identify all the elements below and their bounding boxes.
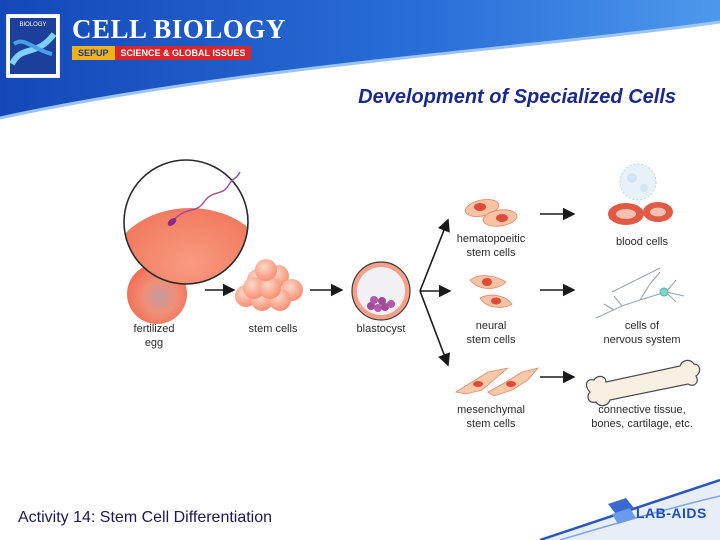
neural-stem-cells xyxy=(469,275,513,308)
blastocyst xyxy=(351,261,411,321)
sperm-tail xyxy=(173,171,241,221)
label-line: stem cells xyxy=(466,418,516,430)
nervous-system-cells xyxy=(595,267,685,319)
label-blood-cells: blood cells xyxy=(616,236,668,248)
label-line: stem cells xyxy=(466,334,516,346)
label-line: neural xyxy=(475,320,507,332)
label-line: fertilized xyxy=(133,323,175,335)
science-global-issues-tag: SCIENCE & GLOBAL ISSUES xyxy=(114,46,252,60)
label-line: hematopoeitic xyxy=(456,233,526,245)
brand-title: CELL BIOLOGY xyxy=(72,14,286,44)
label-line: nervous system xyxy=(603,334,681,346)
label-neural-stem-cells: neural stem cells xyxy=(467,319,516,347)
activity-footer: Activity 14: Stem Cell Differentiation xyxy=(18,509,273,526)
white-blood-cell xyxy=(619,163,657,201)
branch-arrows xyxy=(419,207,576,384)
label-line: egg xyxy=(144,337,164,349)
label-connective-tissue: connective tissue, bones, cartilage, etc… xyxy=(591,403,693,431)
label-fertilized-egg: fertilized egg xyxy=(134,322,175,350)
lab-aids-logo xyxy=(608,498,636,524)
fertilization-zoom-circle xyxy=(123,159,249,285)
slide-title: Development of Specialized Cells xyxy=(358,86,676,108)
mesenchymal-stem-cells xyxy=(454,367,540,397)
hematopoietic-stem-cells xyxy=(464,199,518,227)
label-line: connective tissue, xyxy=(598,404,686,416)
connective-tissue-bone xyxy=(585,359,701,407)
label-blastocyst: blastocyst xyxy=(356,323,406,335)
label-mesenchymal-stem-cells: mesenchymal stem cells xyxy=(457,403,525,431)
arrow-to-mesenchymal xyxy=(419,290,451,367)
label-line: stem cells xyxy=(466,247,516,259)
stem-cells-cluster xyxy=(235,259,303,311)
label-line: mesenchymal xyxy=(457,404,525,416)
label-nervous-system-cells: cells of nervous system xyxy=(603,319,680,347)
blood-cells xyxy=(608,163,673,225)
book-cover-image: BIOLOGY xyxy=(6,14,60,78)
header-banner xyxy=(0,0,720,120)
arrow-to-hematopoietic xyxy=(419,218,450,292)
label-line: cells of xyxy=(624,320,660,332)
lab-aids-logo-text: LAB-AIDS xyxy=(636,505,707,521)
label-hematopoietic-stem-cells: hematopoeitic stem cells xyxy=(457,232,526,260)
label-line: bones, cartilage, etc. xyxy=(591,418,693,430)
sperm-head xyxy=(167,218,177,226)
book-cover-label: BIOLOGY xyxy=(19,22,46,28)
label-stem-cells: stem cells xyxy=(248,323,298,335)
sepup-tag: SEPUP xyxy=(72,46,115,60)
brand-tag-bar: SEPUP SCIENCE & GLOBAL ISSUES xyxy=(72,46,252,60)
